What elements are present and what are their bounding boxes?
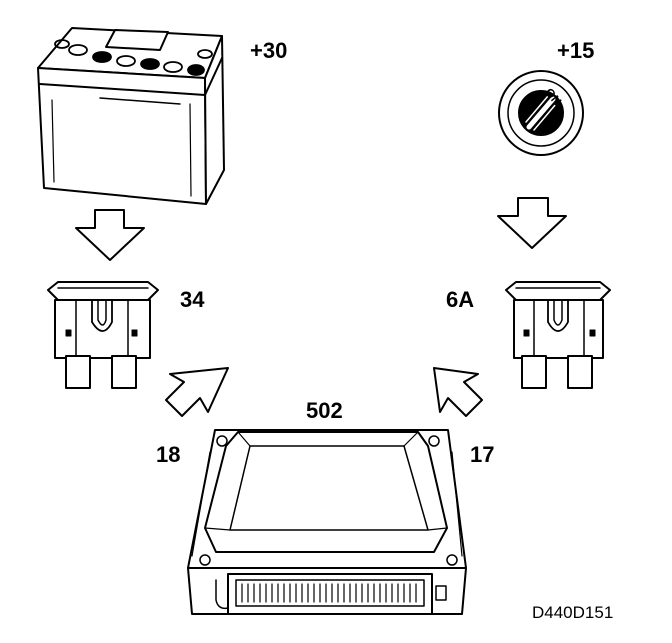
- battery-terminal-label: +30: [250, 38, 288, 63]
- drawing-reference: D440D151: [532, 603, 614, 622]
- control-unit-icon: [187, 429, 467, 615]
- arrow-down-icon-left: [75, 209, 145, 261]
- ecu-pin-right-label: 17: [470, 442, 495, 467]
- fuse-icon-right: [505, 281, 611, 389]
- arrow-down-icon-right: [497, 197, 567, 249]
- right-fuse-label: 6A: [446, 287, 475, 312]
- ecu-pin-left-label: 18: [156, 442, 181, 467]
- ignition-terminal-label: +15: [557, 38, 595, 63]
- arrow-diagonal-icon-right: [433, 367, 483, 417]
- ignition-switch-icon: [498, 70, 584, 156]
- battery-icon: [37, 27, 225, 205]
- control-unit-label: 502: [306, 398, 343, 423]
- arrow-diagonal-icon-left: [165, 367, 229, 417]
- fuse-icon-left: [47, 281, 159, 389]
- left-fuse-label: 34: [180, 287, 205, 312]
